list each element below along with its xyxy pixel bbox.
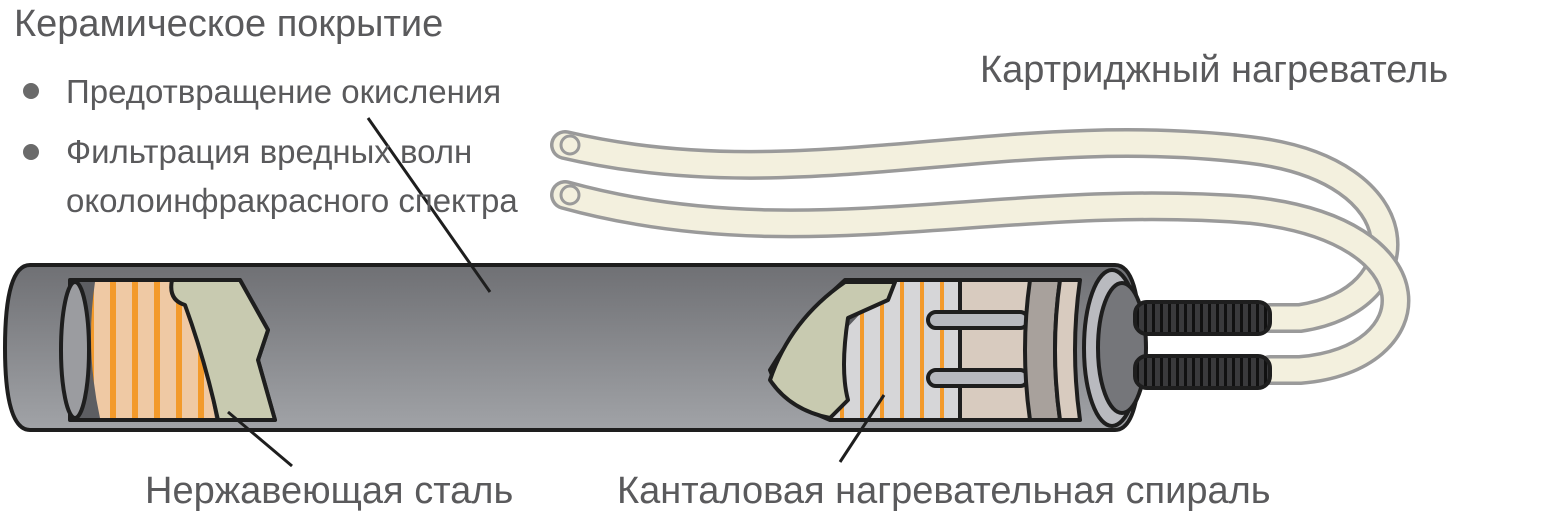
lead-wires [550, 128, 1411, 385]
pin-lower [926, 368, 1030, 388]
bullet-oxidation: Предотвращение окисления [66, 73, 501, 110]
heater-tube [3, 263, 1272, 432]
steel-sheath-right [768, 280, 897, 420]
terminal-lower [1133, 354, 1272, 390]
coil-left [91, 282, 215, 418]
pin-upper [926, 310, 1030, 330]
heater-title: Картриджный нагреватель [980, 49, 1448, 91]
label-kanthal-coil: Канталовая нагревательная спираль [617, 470, 1271, 512]
leader-lines [227, 117, 886, 468]
bullet-icon [23, 83, 39, 99]
bullet-filtration-line2: околоинфракрасного спектра [66, 182, 518, 219]
ceramic-core [958, 278, 1032, 422]
bullet-filtration-line1: Фильтрация вредных волн [66, 133, 472, 170]
terminal-upper [1133, 300, 1272, 336]
coating-title: Керамическое покрытие [14, 3, 443, 45]
bullet-icon [23, 144, 39, 160]
label-stainless-steel: Нержавеющая сталь [145, 470, 513, 512]
